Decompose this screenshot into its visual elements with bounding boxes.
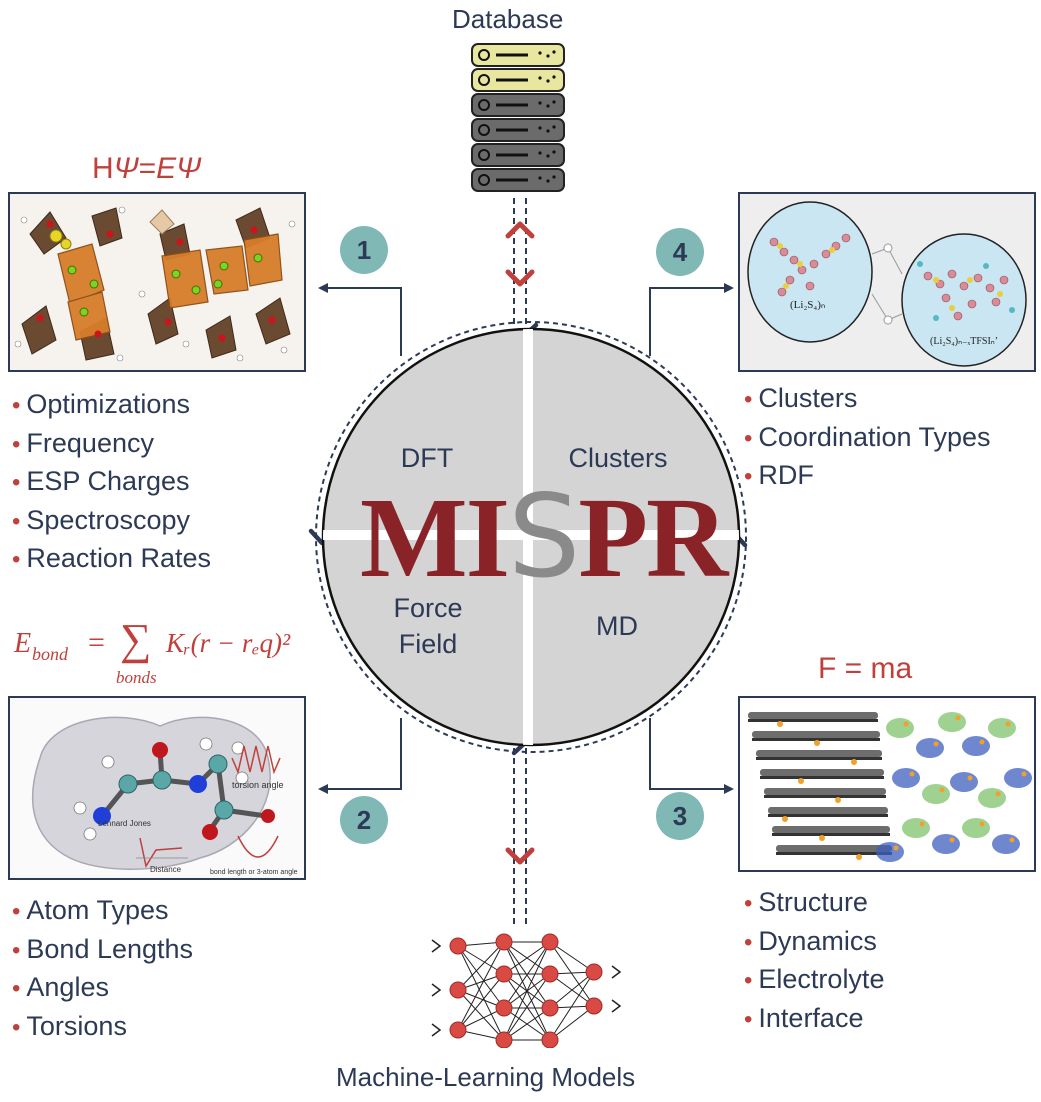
- logo-s: S: [507, 470, 580, 603]
- list-item: Coordination Types: [744, 419, 990, 458]
- list-item: Dynamics: [744, 923, 884, 962]
- cluster-label-left: (Li₂S₄)ₙ: [790, 299, 825, 311]
- list-item: Bond Lengths: [12, 931, 193, 970]
- list-item: RDF: [744, 457, 991, 496]
- neuron: [585, 963, 603, 981]
- neural-network-icon: [431, 933, 622, 1048]
- force-field-image: torsion angle Lennard Jones Distance bon…: [8, 696, 306, 880]
- server-rack-icon: [471, 43, 565, 192]
- step-badge-3: 3: [656, 792, 704, 840]
- step-badge-2: 2: [340, 796, 388, 844]
- cluster-snapshot-graphic: (Li₂S₄)ₙ (Li₂S₄)ₙ₋ₓTFSIₙ’: [747, 201, 1027, 367]
- list-item: Interface: [744, 1000, 884, 1039]
- neuron: [449, 981, 467, 999]
- cluster-label-right: (Li₂S₄)ₙ₋ₓTFSIₙ’: [930, 336, 998, 347]
- server-unit: [471, 43, 565, 67]
- server-unit: [471, 143, 565, 167]
- list-item: Optimizations: [12, 386, 211, 425]
- database-label: Database: [452, 4, 564, 34]
- crystal-structure-graphic: [14, 206, 296, 362]
- quadrant-dft: DFT: [400, 443, 454, 473]
- quadrant-clusters: Clusters: [568, 443, 668, 473]
- md-simulation-image: [738, 696, 1036, 872]
- neuron: [541, 1031, 559, 1048]
- flow-chevrons: [505, 221, 535, 865]
- forcefield-bullet-list: Atom Types Bond Lengths Angles Torsions: [12, 892, 193, 1046]
- bond-angle-label: bond length or 3-atom angle: [210, 869, 298, 876]
- step-badge-4: 4: [656, 228, 704, 276]
- clusters-bullet-list: Clusters Coordination Types RDF: [744, 380, 991, 496]
- server-unit: [471, 168, 565, 192]
- bond-energy-equation: E bond = ∑ bonds Kᵣ(r − rₑq)²: [14, 615, 291, 687]
- list-item: Clusters: [744, 380, 991, 419]
- neuron: [495, 965, 513, 983]
- mispr-logo: MISPR: [360, 470, 728, 604]
- server-unit: [471, 93, 565, 117]
- server-unit: [471, 118, 565, 142]
- neuron: [541, 999, 559, 1017]
- logo-pr: PR: [578, 474, 728, 601]
- neuron: [495, 933, 513, 951]
- list-item: Spectroscopy: [12, 502, 211, 541]
- newton-equation: F = ma: [818, 652, 913, 685]
- quadrant-md: MD: [596, 611, 638, 641]
- list-item: Reaction Rates: [12, 540, 211, 579]
- torsion-label: torsion angle: [232, 780, 284, 790]
- md-snapshot-graphic: [748, 712, 1032, 862]
- lj-label: Lennard Jones: [98, 819, 151, 828]
- schrodinger-equation: HΨ=EΨ: [92, 152, 202, 185]
- neuron: [449, 1021, 467, 1039]
- list-item: Frequency: [12, 425, 211, 464]
- quadrant-force-field: Force Field: [393, 593, 463, 659]
- dft-structure-image: [8, 192, 306, 372]
- list-item: Torsions: [12, 1008, 193, 1047]
- step-badge-1: 1: [340, 226, 388, 274]
- list-item: Electrolyte: [744, 961, 884, 1000]
- list-item: ESP Charges: [12, 463, 211, 502]
- clusters-image: (Li₂S₄)ₙ (Li₂S₄)ₙ₋ₓTFSIₙ’: [738, 192, 1036, 372]
- distance-label: Distance: [150, 865, 182, 874]
- md-bullet-list: Structure Dynamics Electrolyte Interface: [744, 884, 884, 1038]
- list-item: Angles: [12, 969, 193, 1008]
- neuron: [585, 997, 603, 1015]
- list-item: Structure: [744, 884, 884, 923]
- neuron: [541, 965, 559, 983]
- neuron: [449, 937, 467, 955]
- dft-bullet-list: Optimizations Frequency ESP Charges Spec…: [12, 386, 211, 579]
- neuron: [541, 933, 559, 951]
- mispr-disc: [321, 327, 741, 747]
- server-unit: [471, 68, 565, 92]
- list-item: Atom Types: [12, 892, 193, 931]
- neuron: [495, 999, 513, 1017]
- ml-models-label: Machine-Learning Models: [336, 1062, 636, 1092]
- logo-mi: MI: [360, 474, 510, 601]
- neuron: [495, 1031, 513, 1048]
- molecule-force-field-graphic: torsion angle Lennard Jones Distance bon…: [31, 716, 298, 876]
